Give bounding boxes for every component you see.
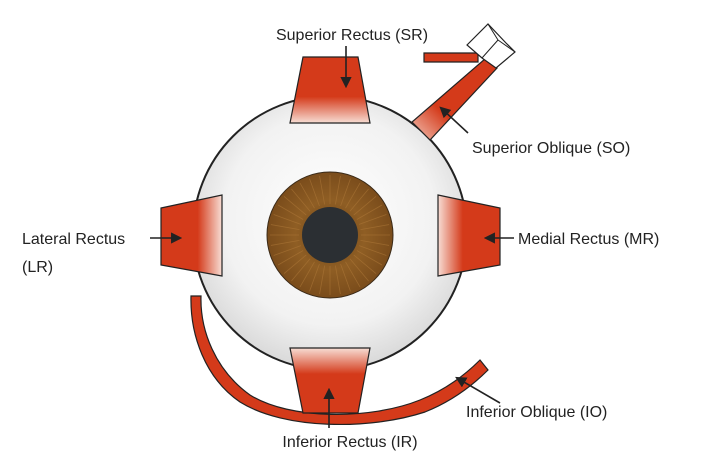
iris-ray (360, 239, 390, 246)
superior-oblique-muscle (411, 57, 498, 141)
inferior-rectus-label: Inferior Rectus (IR) (282, 434, 417, 451)
iris-ray (360, 224, 390, 231)
lateral-rectus-abbrev-label: (LR) (22, 259, 53, 276)
iris-ray (277, 204, 304, 220)
so-leader-arrow (439, 106, 469, 134)
iris-ray (349, 258, 369, 282)
superior-oblique-tendon (423, 52, 479, 63)
iris-ray (270, 239, 300, 246)
iris-ray (358, 245, 387, 256)
iris-texture (270, 175, 390, 295)
iris-ray (353, 254, 377, 274)
iris-ray (277, 250, 304, 266)
inferior-oblique-label: Inferior Oblique (IO) (466, 404, 607, 421)
iris-ray (334, 175, 341, 205)
iris-ray (283, 254, 307, 274)
iris-ray (291, 258, 311, 282)
iris-ray (299, 261, 315, 288)
iris-ray (340, 178, 351, 207)
iris-ray (283, 196, 307, 216)
iris-ray (356, 250, 383, 266)
iris-ray (353, 196, 377, 216)
lateral-rectus-label: Lateral Rectus (22, 231, 125, 248)
superior-rectus-label: Superior Rectus (SR) (276, 27, 428, 44)
iris-ray (273, 214, 302, 225)
iris-ray (345, 261, 361, 288)
iris-ray (340, 263, 351, 292)
inferior-rectus-muscle (289, 347, 371, 414)
iris-ray (334, 265, 341, 295)
medial-rectus-label: Medial Rectus (MR) (518, 231, 659, 248)
iris-ray (273, 245, 302, 256)
iris-ray (309, 263, 320, 292)
lateral-rectus-muscle (160, 194, 223, 277)
iris-ray (270, 224, 300, 231)
io-leader-arrow (455, 376, 501, 404)
iris-ray (345, 182, 361, 209)
pupil (302, 207, 358, 263)
iris-ray (291, 188, 311, 212)
iris-ray (319, 265, 326, 295)
medial-rectus-muscle (437, 194, 501, 277)
iris-ray (358, 214, 387, 225)
trochlea-fold (481, 23, 516, 59)
superior-rectus-muscle (289, 56, 371, 124)
iris-ray (299, 182, 315, 209)
iris-ray (349, 188, 369, 212)
inferior-oblique-muscle (190, 295, 489, 426)
iris-ray (356, 204, 383, 220)
iris-ray (309, 178, 320, 207)
iris-ray (319, 175, 326, 205)
superior-oblique-label: Superior Oblique (SO) (472, 140, 630, 157)
